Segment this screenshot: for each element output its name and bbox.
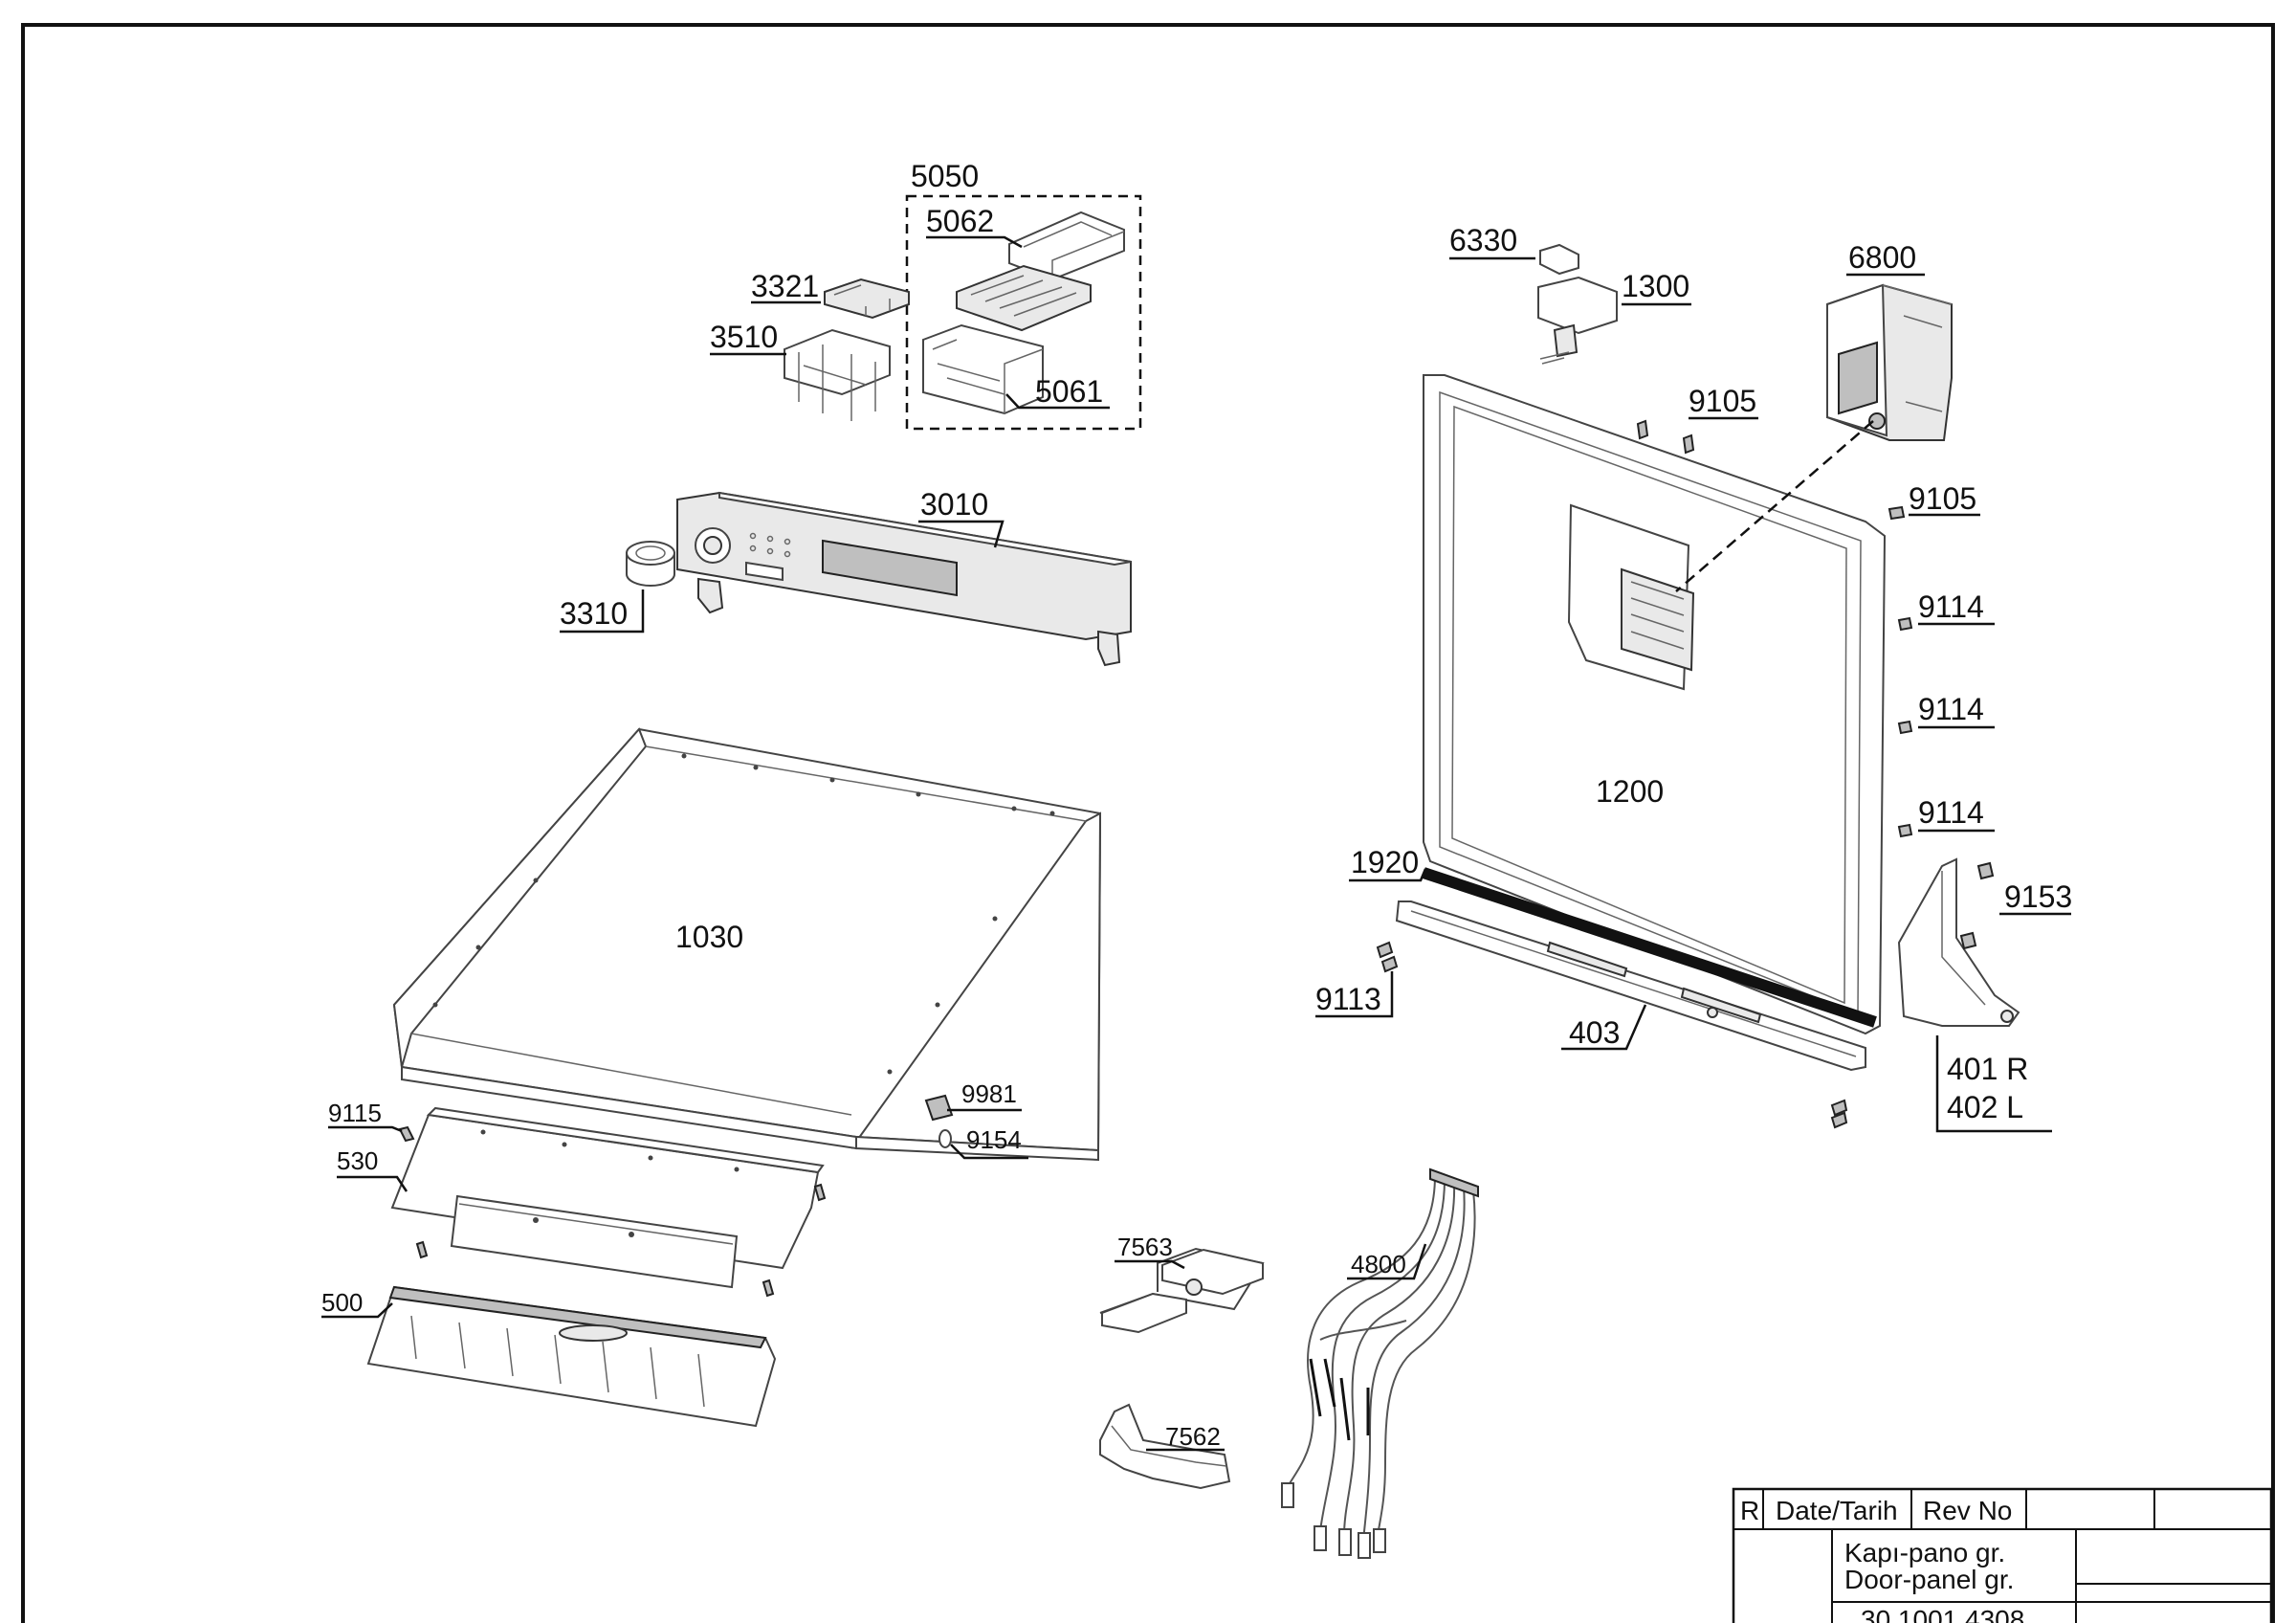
part-1200-inner-door [1423, 374, 1887, 1035]
leader-403 [1561, 1004, 1647, 1051]
part-9154-spring [938, 1129, 952, 1148]
electronics-group-5050 [905, 194, 1142, 431]
sheet-border [21, 23, 2275, 1623]
screw-9113-a [1376, 941, 1394, 959]
part-7562-cable-guide [1099, 1403, 1231, 1490]
part-403-door-rail [1395, 900, 1866, 1072]
leader-9154 [950, 1144, 1028, 1160]
screw-9114-a [1897, 616, 1913, 632]
leader-9115 [328, 1125, 403, 1133]
leader-500 [321, 1302, 393, 1319]
title-block-rev: Rev No [1923, 1496, 2012, 1525]
screw-9113-b [1380, 955, 1399, 973]
part-1920-gasket [1422, 867, 1877, 1028]
label-9105-right: 9105 [1909, 481, 1976, 516]
screw-9153-b [1959, 931, 1977, 950]
leader-5062 [926, 235, 1023, 249]
screw-9114-b [1897, 720, 1913, 735]
screw-9113-d [1830, 1111, 1848, 1129]
leader-3310 [560, 589, 645, 634]
label-7563: 7563 [1117, 1233, 1173, 1261]
label-3321: 3321 [751, 269, 819, 303]
screw-530-left [415, 1240, 429, 1259]
label-1030: 1030 [675, 920, 743, 954]
part-6800-dispenser [1826, 283, 1953, 441]
label-500: 500 [321, 1288, 363, 1317]
dispenser-mount-line [1675, 420, 1874, 592]
title-block [1732, 1487, 2273, 1623]
label-7562: 7562 [1165, 1422, 1221, 1451]
part-500-plinth [366, 1285, 777, 1428]
label-9113: 9113 [1315, 982, 1381, 1016]
part-401-402-hinge [1897, 857, 2020, 1027]
label-3310: 3310 [560, 596, 628, 631]
screw-9105-right [1888, 505, 1906, 521]
label-9153: 9153 [2004, 879, 2072, 914]
screw-9113-c [1830, 1099, 1848, 1117]
label-9154: 9154 [966, 1125, 1022, 1154]
leader-5061 [1005, 393, 1110, 410]
part-530-bracket [390, 1106, 825, 1289]
part-3321-buttons [824, 278, 910, 320]
title-block-r: R [1740, 1496, 1759, 1525]
label-3010: 3010 [920, 487, 988, 522]
title-block-number: 30 1001 4308 [1861, 1605, 2024, 1623]
label-1300: 1300 [1622, 269, 1689, 303]
label-9981: 9981 [961, 1079, 1017, 1108]
screw-9105-top-a [1636, 419, 1649, 440]
part-1300-door-lock [1537, 276, 1618, 365]
label-6330: 6330 [1449, 223, 1517, 257]
screw-9114-c [1897, 823, 1913, 838]
leader-530 [337, 1175, 408, 1192]
part-3310-knob [626, 541, 675, 587]
part-7563-cable-holder [1099, 1247, 1265, 1334]
part-3010-control-panel [676, 491, 1132, 667]
label-5061: 5061 [1035, 374, 1103, 409]
part-3510-keypad-frame [784, 328, 891, 421]
label-9114-b: 9114 [1918, 692, 1984, 726]
label-1200: 1200 [1596, 774, 1664, 809]
part-1030-door-frame [392, 727, 1102, 1162]
part-9115-screw [398, 1125, 415, 1143]
part-9981-clip [924, 1094, 954, 1122]
label-3510: 3510 [710, 320, 778, 354]
leader-401-402 [1935, 1035, 2052, 1133]
label-9114-c: 9114 [1918, 795, 1984, 830]
label-4800: 4800 [1351, 1250, 1406, 1278]
label-6800: 6800 [1848, 240, 1916, 275]
label-9105-top: 9105 [1689, 384, 1756, 418]
leader-9113 [1315, 971, 1394, 1018]
label-5050: 5050 [911, 159, 979, 193]
leader-3010 [918, 520, 1004, 548]
part-6330-switch [1539, 243, 1579, 276]
label-9114-a: 9114 [1918, 589, 1984, 624]
screw-9105-top-b [1682, 434, 1695, 455]
screw-530-bottom [762, 1278, 775, 1298]
label-5062: 5062 [926, 204, 994, 238]
screw-9153-a [1976, 861, 1995, 880]
leader-7563 [1115, 1259, 1185, 1270]
label-530: 530 [337, 1146, 378, 1175]
screw-530-right [813, 1183, 827, 1202]
label-1920: 1920 [1351, 845, 1419, 879]
title-block-date: Date/Tarih [1776, 1496, 1898, 1525]
label-403: 403 [1569, 1015, 1620, 1050]
label-402: 402 L [1947, 1090, 2023, 1124]
label-401: 401 R [1947, 1052, 2028, 1086]
label-9115: 9115 [328, 1099, 382, 1127]
title-block-title-tr: Kapı-pano gr. [1844, 1538, 2005, 1567]
leader-1920 [1349, 868, 1427, 882]
leader-4800 [1347, 1243, 1427, 1280]
part-4800-cable-harness [1281, 1167, 1479, 1559]
title-block-title-en: Door-panel gr. [1844, 1565, 2014, 1594]
